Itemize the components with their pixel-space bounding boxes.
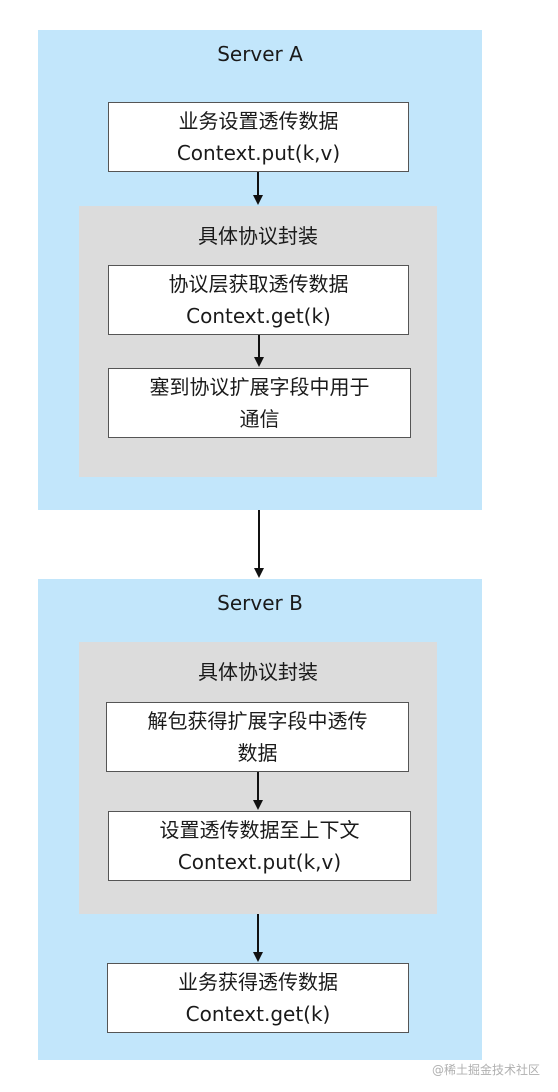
server-b-unpack-line2: 数据 [237,741,278,765]
server-b-unpack-line1: 解包获得扩展字段中透传 [147,709,368,733]
server-a-business-set-box: 业务设置透传数据 Context.put(k,v) [108,102,409,172]
server-b-business-get-box: 业务获得透传数据 Context.get(k) [107,963,409,1033]
server-b-set-context-line1: 设置透传数据至上下文 [159,818,360,842]
server-a-business-set-line2: Context.put(k,v) [176,141,341,165]
server-a-title: Server A [217,42,303,66]
server-b-business-get-line2: Context.get(k) [185,1002,331,1026]
server-a-business-set-line1: 业务设置透传数据 [178,109,339,133]
server-a-protocol-get-line2: Context.get(k) [186,304,331,328]
server-b-set-context-box: 设置透传数据至上下文 Context.put(k,v) [108,811,411,881]
server-a-protocol-get-line1: 协议层获取透传数据 [168,272,349,296]
server-a-protocol-stuff-line2: 通信 [239,407,280,431]
server-b-set-context-line2: Context.put(k,v) [177,850,342,874]
server-a-protocol-stuff-line1: 塞到协议扩展字段中用于 [149,375,370,399]
server-b-title: Server B [217,591,303,615]
server-b-business-get-line1: 业务获得透传数据 [178,970,338,994]
server-a-protocol-group-title: 具体协议封装 [198,224,318,248]
server-b-unpack-box: 解包获得扩展字段中透传 数据 [106,702,409,772]
server-a-protocol-get-box: 协议层获取透传数据 Context.get(k) [108,265,409,335]
server-b-protocol-group-title: 具体协议封装 [198,660,318,684]
server-a-protocol-stuff-box: 塞到协议扩展字段中用于 通信 [108,368,411,438]
watermark-text: @稀土掘金技术社区 [431,1063,540,1077]
